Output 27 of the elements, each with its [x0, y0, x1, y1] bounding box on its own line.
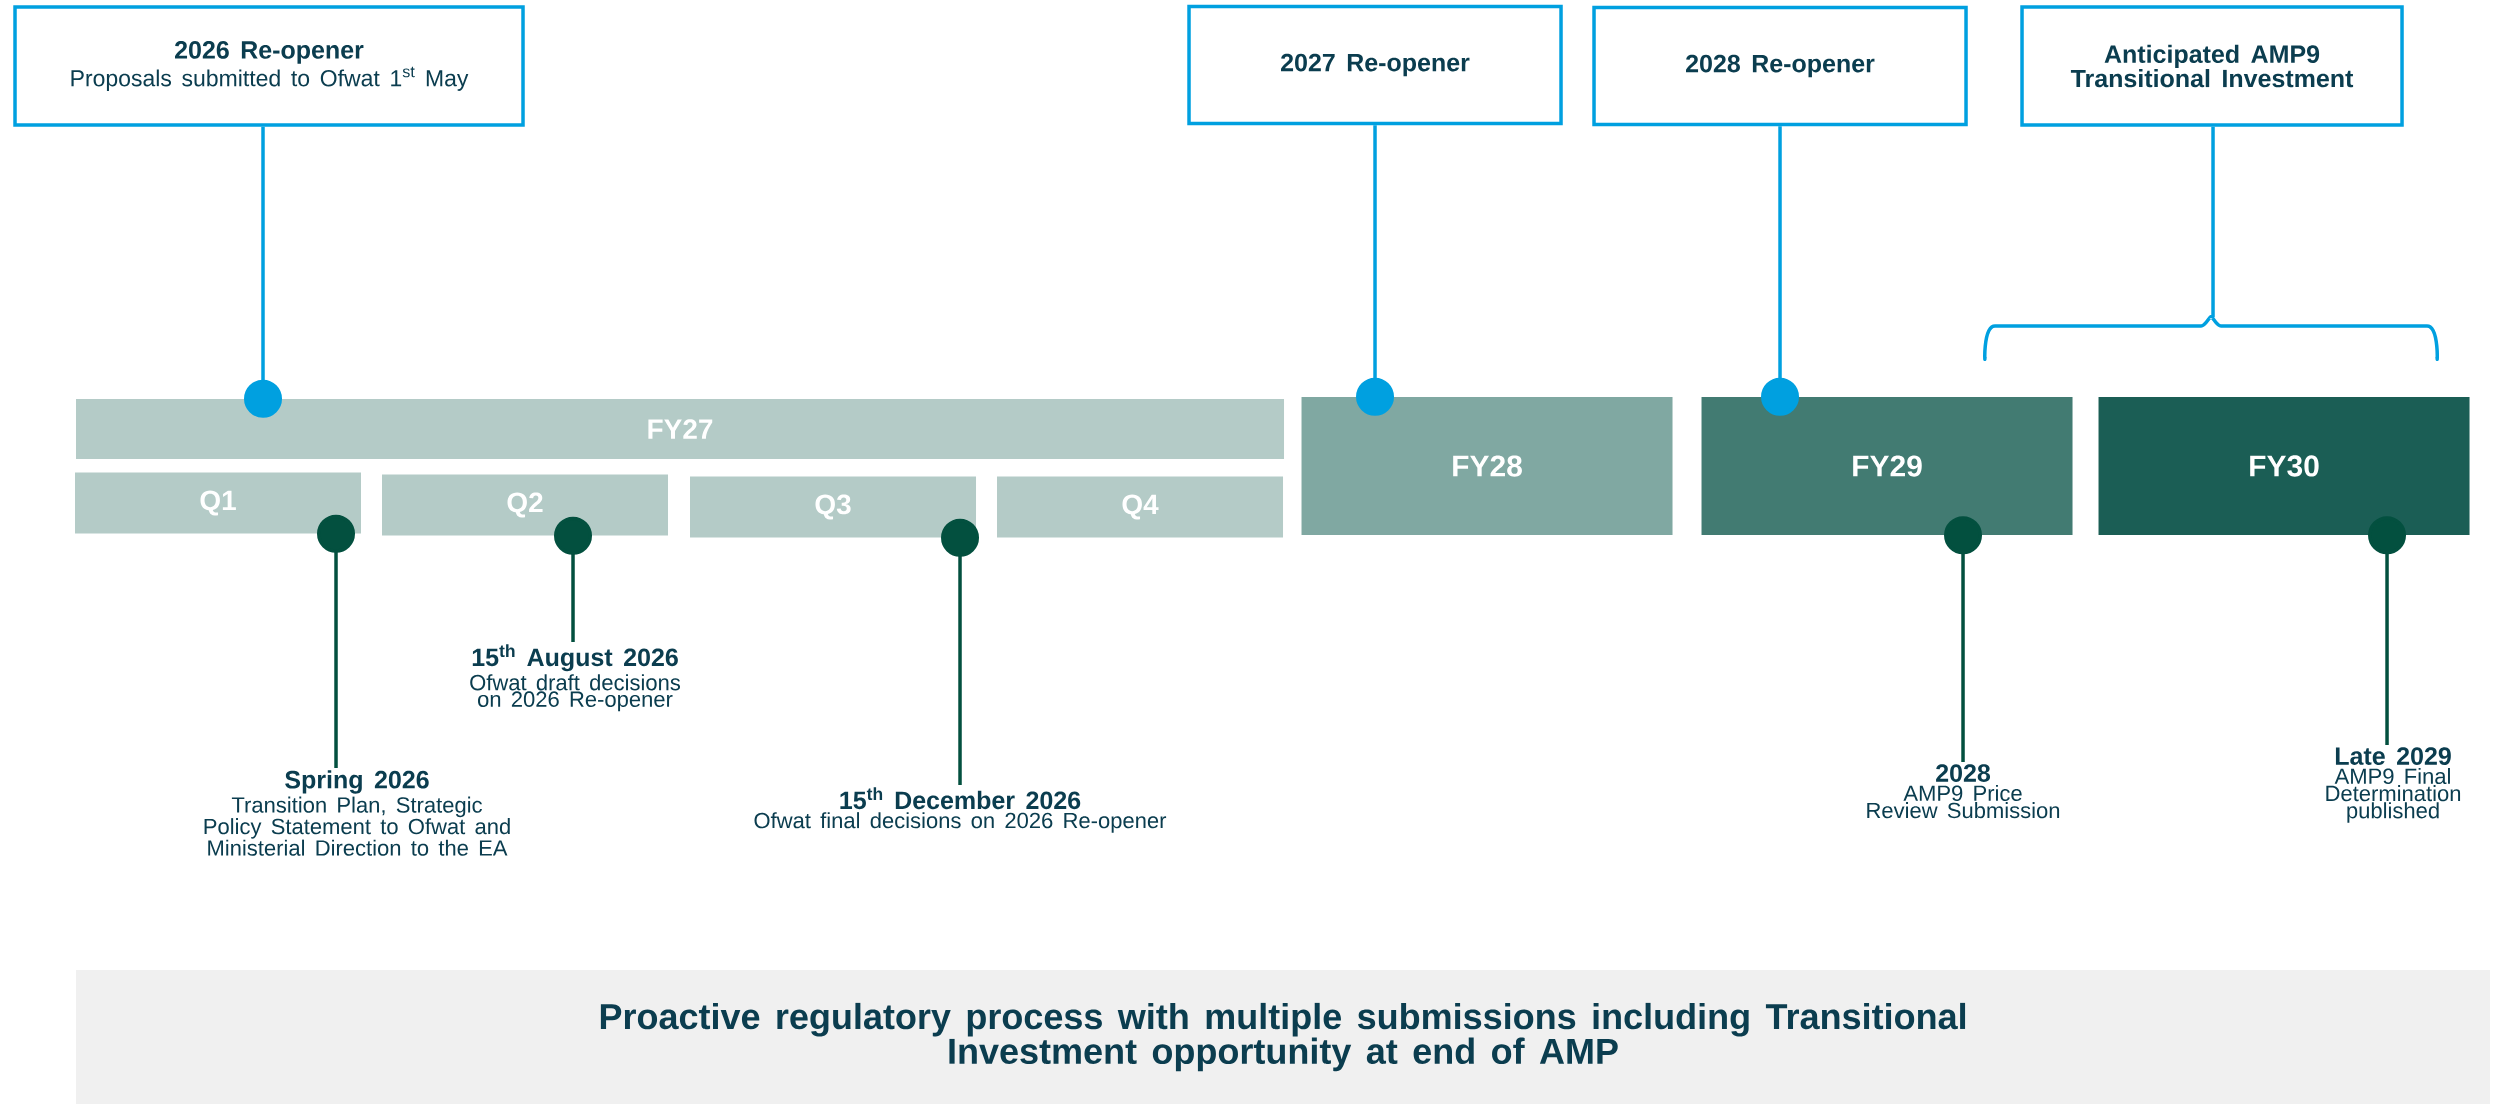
leader-line	[317, 514, 355, 768]
timeline-bar: Q4	[997, 476, 1283, 538]
milestone-note: Late 2029 AMP9 Final Determination published	[2326, 747, 2461, 823]
callout-box: 2028 Re-opener	[1592, 5, 1968, 127]
leader-line	[244, 126, 282, 418]
leader-line	[1944, 516, 1983, 762]
timeline-bar: FY30	[2098, 397, 2470, 535]
leader-line	[1761, 126, 1799, 416]
milestone-note: 2028 AMP9 Price Review Submission	[1867, 764, 2060, 819]
callout-box: 2027 Re-opener	[1187, 4, 1563, 126]
timeline-bar: FY29	[1701, 397, 2073, 535]
timeline-bar: Q1	[75, 472, 361, 534]
timeline-bar: FY27	[76, 399, 1284, 459]
milestone-note: Spring 2026 Transition Plan, Strategic Policy Statement to Ofwat and Ministerial Direction to the EA	[204, 770, 510, 856]
callout-box: Anticipated AMP9 Transitional Investment	[2020, 5, 2404, 127]
callout-box: 2026 Re-opener Proposals submitted to Ofwat 1$^{st}$ May	[13, 5, 525, 127]
timeline-bar: FY28	[1301, 397, 1673, 535]
leader-line	[554, 516, 592, 642]
leader-line	[941, 518, 979, 785]
timeline-bar: Q2	[382, 474, 668, 536]
timeline-bar: Q3	[690, 476, 976, 538]
milestone-note: 15$^{th}$ August 2026 Ofwat draft decisions on 2026 Re-opener	[470, 644, 680, 712]
leader-line	[1356, 125, 1394, 416]
leader-line	[2368, 516, 2407, 745]
leader-line	[2211, 126, 2215, 318]
summary-banner: Proactive regulatory process with multiple submissions including Transitional Investment opportunity at end of AMP	[76, 970, 2491, 1104]
milestone-note: 15$^{th}$ December 2026 Ofwat final decisions on 2026 Re-opener	[754, 787, 1167, 833]
